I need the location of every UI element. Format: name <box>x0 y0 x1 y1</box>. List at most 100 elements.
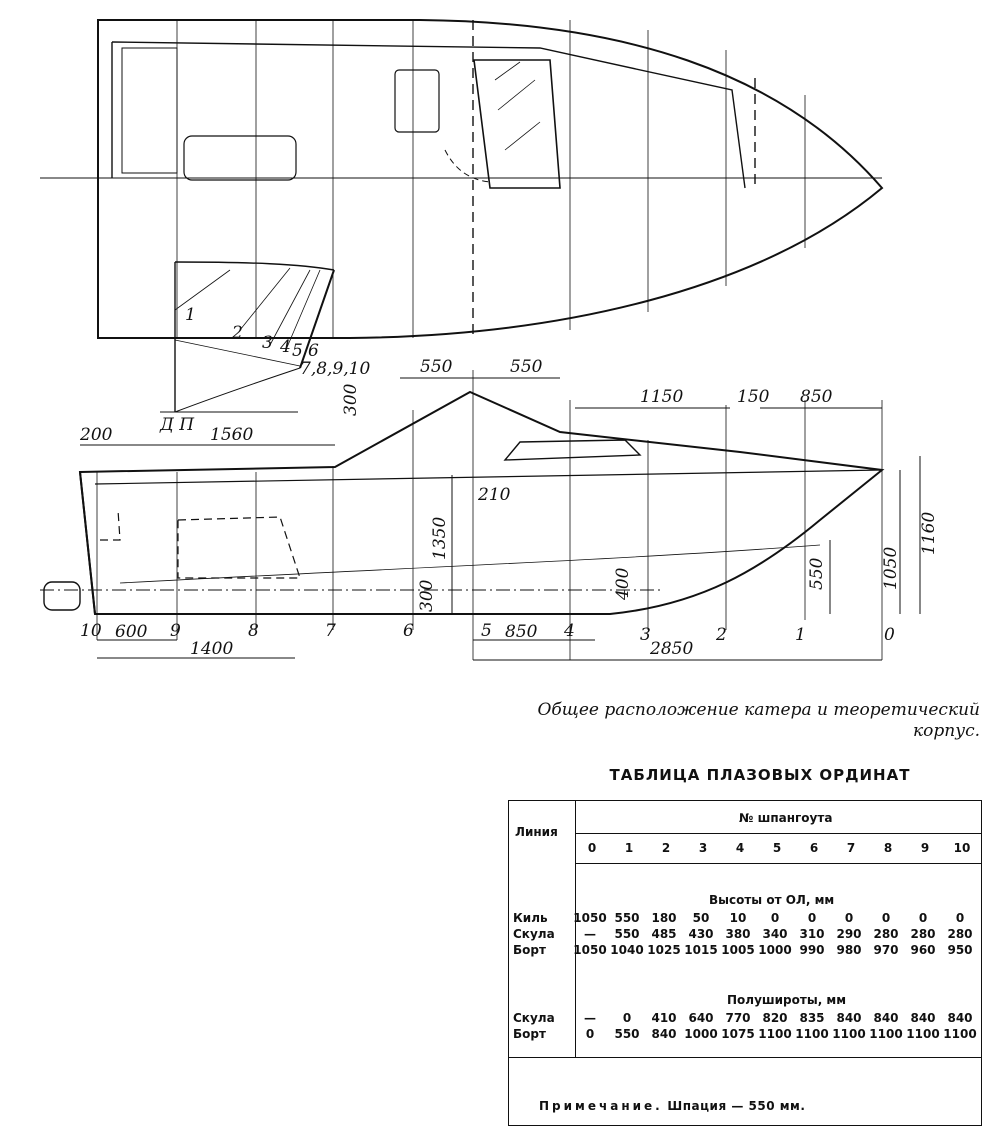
heights-title: Высоты от ОЛ, мм <box>709 893 835 907</box>
station-label: 9 <box>170 621 181 641</box>
table-cell: 410 <box>651 1011 677 1025</box>
table-cell: 980 <box>836 943 862 957</box>
frame-number: 2 <box>661 841 671 855</box>
table-cell: 280 <box>947 927 973 941</box>
figure-caption: Общее расположение катера и теоретически… <box>537 700 980 741</box>
dim-label: 550 <box>807 557 827 590</box>
table-cell: 1015 <box>684 943 718 957</box>
body-plan-label: 7,8,9,10 <box>300 359 370 379</box>
body-plan-labels: 1 2 3 4 5 6 7,8,9,10 Д П <box>159 305 370 435</box>
table-cell: 50 <box>692 911 710 925</box>
table-cell: 820 <box>762 1011 788 1025</box>
table-cell: 840 <box>836 1011 862 1025</box>
frame-number: 1 <box>624 841 634 855</box>
frame-number: 4 <box>735 841 745 855</box>
halfbreadths-title: Полушироты, мм <box>727 993 847 1007</box>
table-cell: 0 <box>918 911 928 925</box>
body-plan-label: 4 <box>279 337 291 357</box>
dim-label: 1350 <box>430 517 450 560</box>
station-label: 10 <box>80 621 102 641</box>
dim-label: 850 <box>800 387 833 407</box>
table-cell: 1040 <box>610 943 644 957</box>
table-cell: 10 <box>729 911 747 925</box>
row-name: Скула <box>513 927 555 941</box>
table-cell: 0 <box>807 911 817 925</box>
table-cell: 840 <box>947 1011 973 1025</box>
dim-label: 550 <box>420 357 453 377</box>
table-cell: 1100 <box>795 1027 829 1041</box>
table-cell: 770 <box>725 1011 751 1025</box>
body-plan-label: 2 <box>231 323 243 343</box>
station-label: 1 <box>795 625 806 645</box>
body-plan-label: 6 <box>308 341 319 361</box>
table-cell: 1100 <box>758 1027 792 1041</box>
table-cell: — <box>584 927 596 941</box>
dim-label: 300 <box>341 383 361 416</box>
table-cell: 1025 <box>647 943 681 957</box>
row-name: Скула <box>513 1011 555 1025</box>
table-cell: 1000 <box>758 943 792 957</box>
table-title: ТАБЛИЦА ПЛАЗОВЫХ ОРДИНАТ <box>609 766 911 784</box>
table-cell: 550 <box>614 927 640 941</box>
dim-label: 210 <box>477 485 511 505</box>
table-cell: 1005 <box>721 943 755 957</box>
dim-label: 2850 <box>649 639 693 659</box>
dim-label: 150 <box>737 387 770 407</box>
plan-view <box>40 19 884 340</box>
table-cell: 430 <box>688 927 714 941</box>
station-label: 8 <box>248 621 259 641</box>
line-header: Линия <box>515 825 558 839</box>
table-cell: 0 <box>585 1027 595 1041</box>
table-cell: 550 <box>614 911 640 925</box>
table-cell: 0 <box>881 911 891 925</box>
frame-number: 6 <box>809 841 819 855</box>
frame-header: № шпангоута <box>739 811 833 825</box>
boat-drawing: 550 550 300 1150 150 850 200 1560 210 13… <box>40 19 939 661</box>
table-cell: — <box>584 1011 596 1025</box>
table-cell: 550 <box>614 1027 640 1041</box>
row-name: Борт <box>513 1027 546 1041</box>
station-numbers: 10 9 8 7 6 5 4 3 2 1 0 <box>80 621 895 645</box>
table-cell: 840 <box>910 1011 936 1025</box>
table-cell: 970 <box>873 943 899 957</box>
table-cell: 290 <box>836 927 862 941</box>
station-label: 4 <box>563 621 575 641</box>
table-cell: 960 <box>910 943 936 957</box>
dim-label: 400 <box>613 567 633 601</box>
table-cell: 280 <box>873 927 899 941</box>
station-label: 0 <box>884 625 895 645</box>
table-cell: 1050 <box>573 943 607 957</box>
dim-label: 200 <box>79 425 113 445</box>
dim-label: 850 <box>505 622 538 642</box>
table-cell: 380 <box>725 927 751 941</box>
table-cell: 835 <box>799 1011 825 1025</box>
dim-label: 600 <box>115 622 148 642</box>
frame-number: 3 <box>698 841 708 855</box>
body-plan-dp-label: Д П <box>159 415 195 435</box>
row-name: Борт <box>513 943 546 957</box>
table-cell: 1000 <box>684 1027 718 1041</box>
frame-number: 5 <box>772 841 782 855</box>
body-plan <box>160 261 335 413</box>
dim-label: 1400 <box>190 639 233 659</box>
dim-label: 1560 <box>210 425 253 445</box>
table-cell: 1100 <box>906 1027 940 1041</box>
note-text: Шпация — 550 мм. <box>667 1099 806 1113</box>
table-cell: 990 <box>799 943 825 957</box>
table-cell: 1075 <box>721 1027 755 1041</box>
table-cell: 1100 <box>832 1027 866 1041</box>
table-cell: 310 <box>799 927 825 941</box>
body-plan-label: 5 <box>292 341 303 361</box>
body-plan-label: 3 <box>262 333 273 353</box>
table-cell: 0 <box>622 1011 632 1025</box>
frame-number: 9 <box>920 841 930 855</box>
table-note: Примечание. Шпация — 550 мм. <box>539 1099 805 1113</box>
table-cell: 0 <box>770 911 780 925</box>
dim-label: 1150 <box>640 387 683 407</box>
dim-label: 1160 <box>919 512 939 555</box>
table-cell: 840 <box>873 1011 899 1025</box>
station-label: 6 <box>403 621 414 641</box>
station-label: 7 <box>325 621 336 641</box>
table-cell: 0 <box>955 911 965 925</box>
